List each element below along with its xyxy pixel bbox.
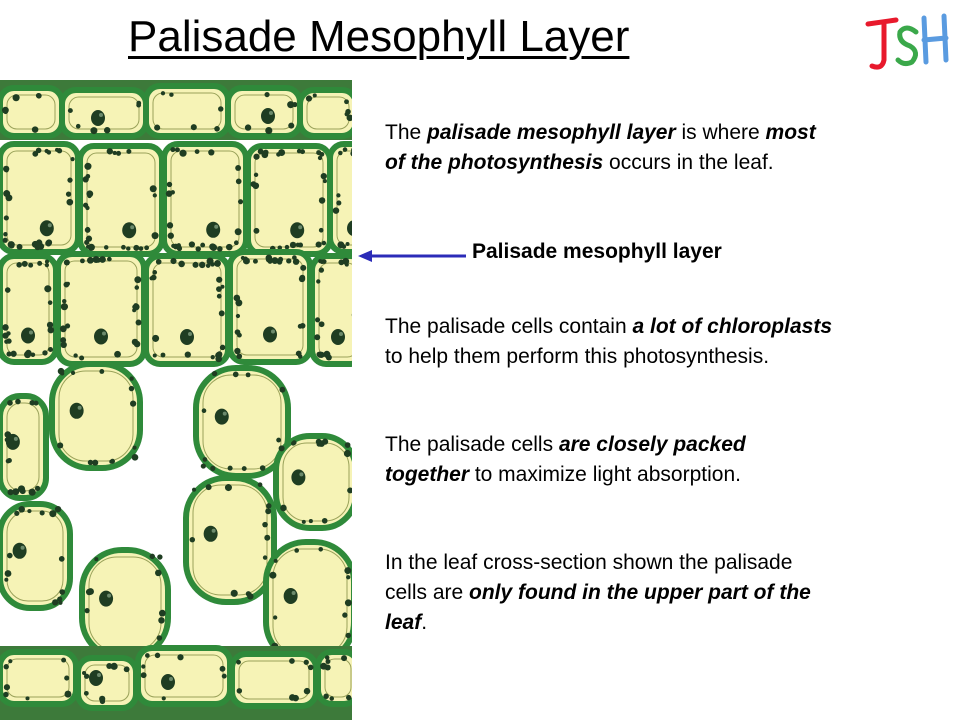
leaf-cross-section-diagram (0, 80, 352, 720)
body-text: In the leaf cross-section shown the pali… (385, 551, 793, 604)
plant-cell (135, 645, 233, 707)
slide-title: Palisade Mesophyll Layer (128, 12, 630, 61)
plant-cell (273, 433, 352, 531)
emphasis-text: palisade mesophyll layer (427, 121, 676, 144)
jsh-logo (865, 13, 949, 70)
nucleus (94, 328, 108, 345)
body-text: The palisade cells contain (385, 315, 633, 338)
body-text: occurs in the leaf. (603, 151, 774, 174)
plant-cell (77, 143, 165, 257)
body-text: . (421, 611, 428, 634)
nucleus (263, 326, 277, 343)
emphasis-text: most of the photosynthesis (385, 121, 816, 174)
nucleus (331, 329, 345, 345)
body-text: The palisade cells (385, 433, 559, 456)
nucleus (203, 525, 218, 542)
nucleus (39, 220, 54, 237)
emphasis-text: are closely packed together (385, 433, 746, 486)
plant-cell (161, 141, 249, 257)
nucleus (69, 402, 84, 419)
plant-cell (0, 501, 73, 611)
plant-cell (49, 361, 143, 471)
paragraph-upper-part: In the leaf cross-section shown the pali… (385, 548, 835, 638)
emphasis-text: a lot of chloroplasts (632, 315, 833, 338)
plant-cell (309, 253, 352, 367)
emphasis-text: only found in the upper part of the leaf (385, 581, 811, 634)
body-text: to maximize light absorption. (469, 463, 741, 486)
body-text: The (385, 121, 428, 144)
label-arrow (358, 250, 466, 262)
plant-cell (55, 251, 147, 367)
nucleus (206, 221, 221, 238)
nucleus (214, 408, 229, 425)
palisade-layer-label: Palisade mesophyll layer (472, 240, 722, 263)
nucleus (261, 108, 275, 124)
nucleus (291, 469, 306, 486)
nucleus (180, 329, 194, 345)
plant-cell (0, 393, 49, 501)
plant-cell (0, 253, 59, 365)
plant-cell (143, 253, 231, 367)
plant-cell (245, 143, 333, 257)
nucleus (290, 222, 305, 239)
paragraph-chloroplasts: The palisade cells contain a lot of chlo… (385, 312, 835, 372)
plant-cell (183, 475, 277, 605)
plant-cell (79, 547, 171, 661)
plant-cell (327, 141, 352, 255)
nucleus (5, 433, 20, 450)
nucleus (12, 542, 27, 559)
nucleus (21, 327, 35, 344)
nucleus (283, 588, 298, 604)
nucleus (347, 220, 352, 236)
body-text: to help them perform this photosynthesis… (385, 345, 770, 368)
body-text: is where (675, 121, 766, 144)
nucleus (89, 670, 103, 686)
nucleus (99, 590, 114, 607)
nucleus (91, 110, 105, 126)
nucleus (122, 222, 137, 239)
plant-cell (227, 249, 313, 365)
plant-cell (297, 87, 352, 139)
paragraph-closely-packed: The palisade cells are closely packed to… (385, 430, 835, 490)
paragraph-photosynthesis: The palisade mesophyll layer is where mo… (385, 118, 835, 178)
nucleus (161, 674, 175, 690)
